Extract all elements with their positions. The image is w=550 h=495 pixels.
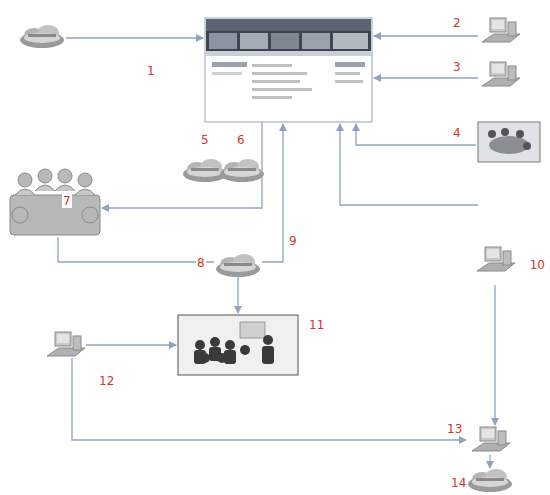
callout-number: 1	[146, 64, 156, 78]
callout-number: 8	[196, 256, 206, 270]
callout-number: 12	[98, 374, 115, 388]
callout-number: 7	[62, 194, 72, 208]
callout-number: 3	[452, 60, 462, 74]
callout-number: 13	[446, 422, 463, 436]
callout-number: 11	[308, 318, 325, 332]
callout-number: 6	[236, 133, 246, 147]
callout-number: 10	[529, 258, 546, 272]
callout-number: 4	[452, 126, 462, 140]
callout-number: 9	[288, 234, 298, 248]
callout-number: 5	[200, 133, 210, 147]
callout-number: 2	[452, 16, 462, 30]
callout-number: 14	[450, 476, 467, 490]
